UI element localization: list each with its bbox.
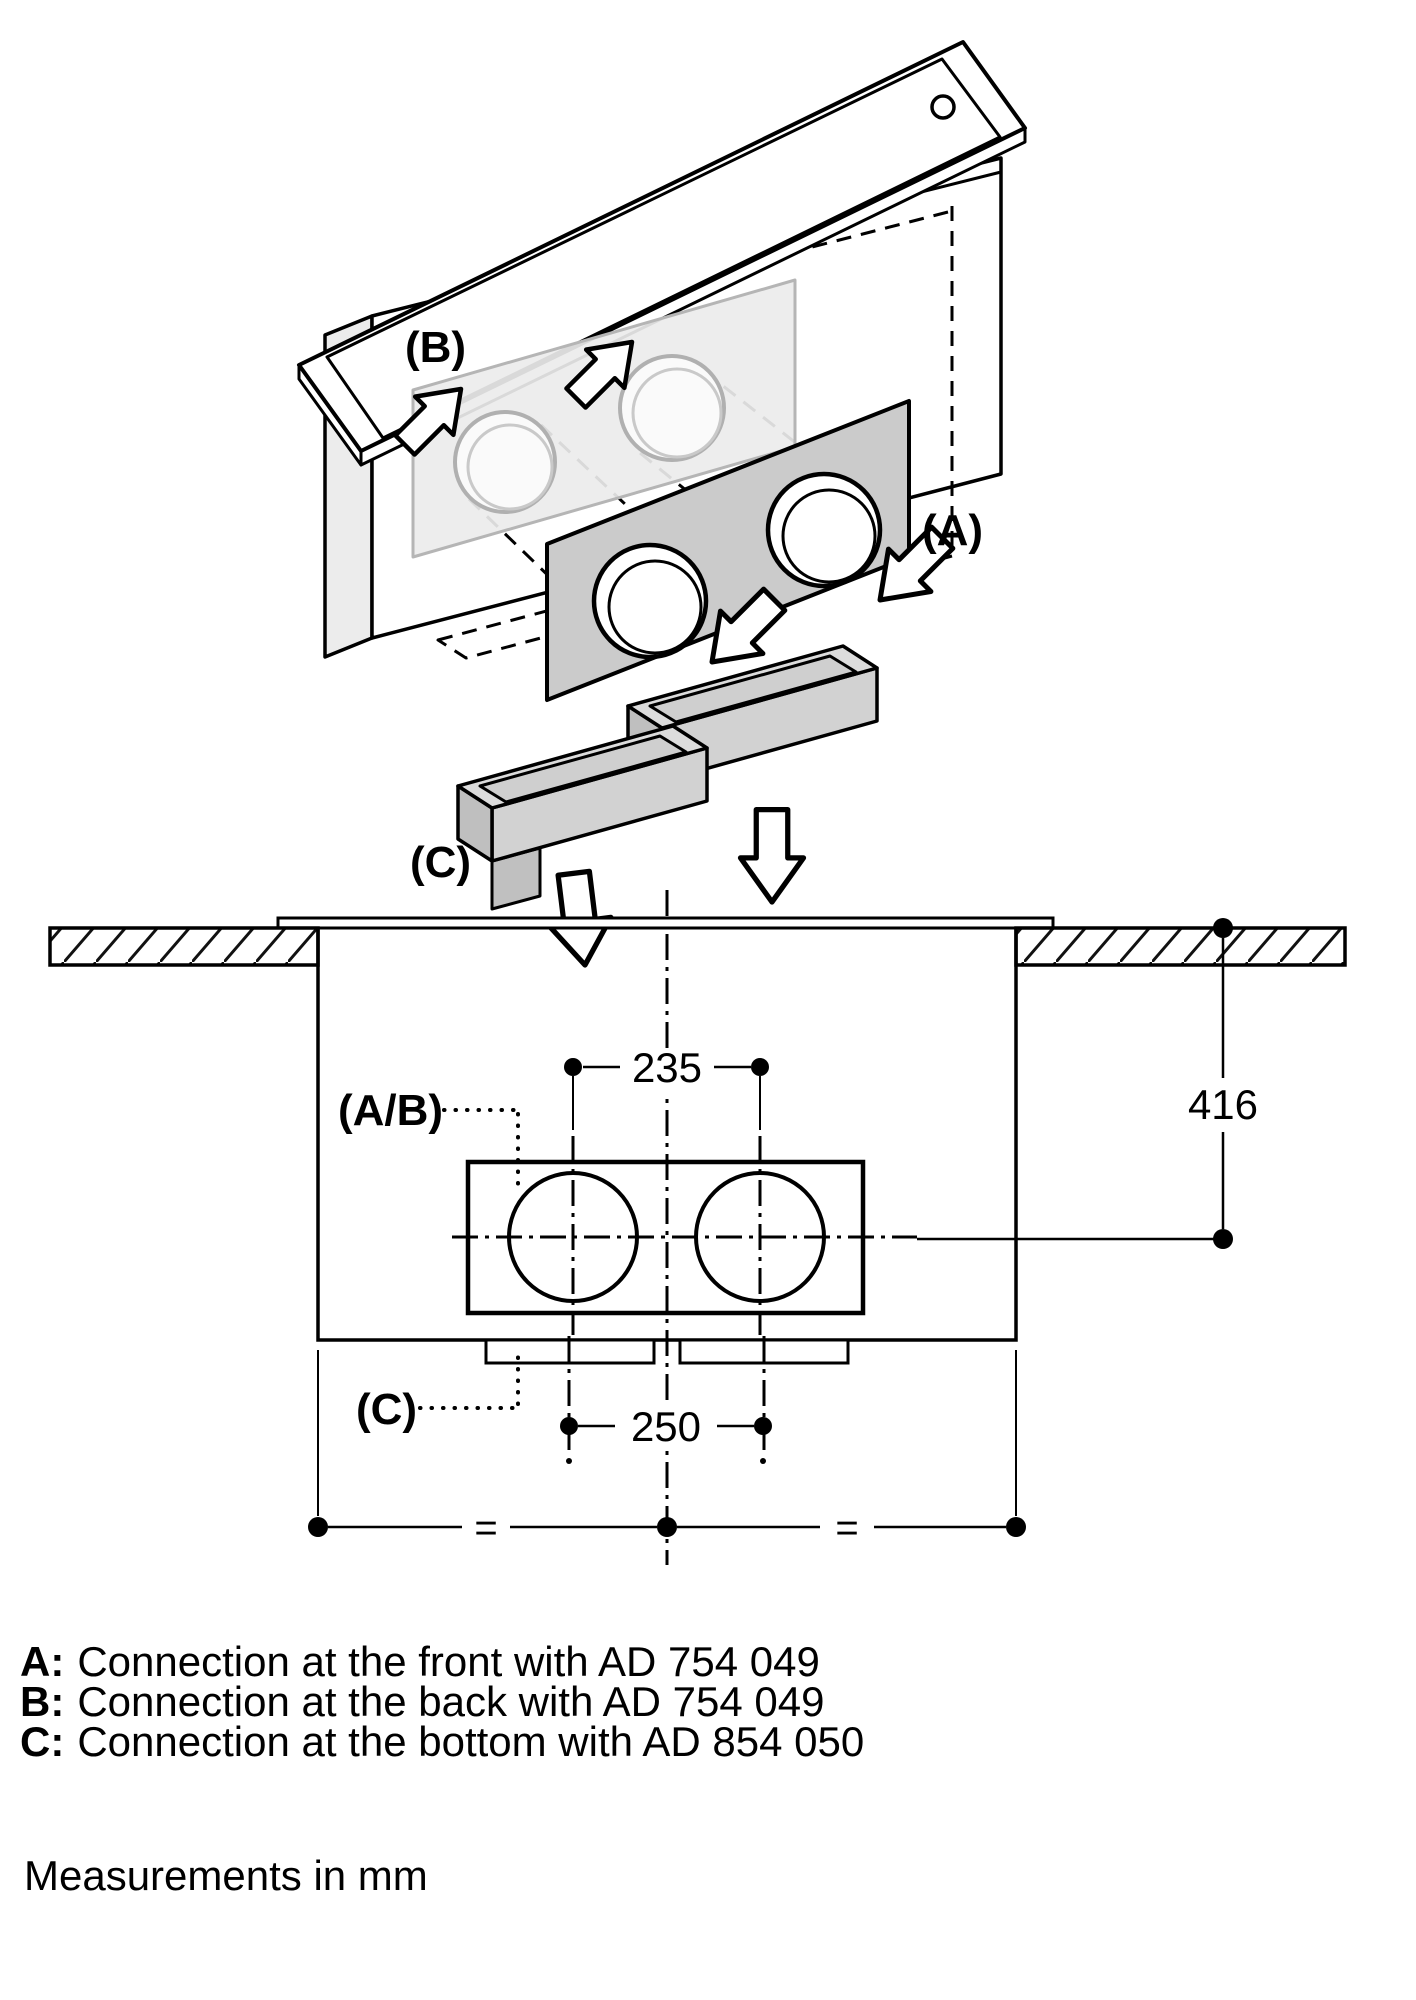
front-connection-panel <box>545 399 956 702</box>
dim-dot <box>1213 918 1233 938</box>
airflow-arrow-front-left <box>709 586 788 665</box>
legend-text-c: Connection at the bottom with AD 854 050 <box>77 1718 865 1765</box>
dim-dot <box>754 1417 772 1435</box>
section-view: 235 416 250 <box>48 890 1347 1565</box>
callout-bottom: (C) <box>356 1350 520 1434</box>
legend-text-b: Connection at the back with AD 754 049 <box>77 1678 825 1725</box>
cover-inner-rim <box>325 57 1002 440</box>
measurement-unit-note: Measurements in mm <box>24 1852 428 1899</box>
worktop-left <box>48 926 320 967</box>
legend-key-c: C: <box>20 1718 65 1765</box>
dimension-235: 235 <box>564 1044 769 1130</box>
dim-dot <box>751 1058 769 1076</box>
legend-line-c: C: Connection at the bottom with AD 854 0… <box>20 1721 864 1763</box>
label-connection-back: (B) <box>405 323 466 372</box>
equals-sign-left: = <box>474 1506 497 1550</box>
legend-key-a: A: <box>20 1638 65 1685</box>
isometric-view: (B) (A) (C) <box>297 40 1027 968</box>
dim-value-250: 250 <box>631 1403 701 1450</box>
dim-dot <box>1006 1517 1026 1537</box>
panel-a-hole-left-rim <box>607 559 703 655</box>
panel-a-hole-right-rim <box>781 488 877 584</box>
legend-text-a: Connection at the front with AD 754 049 <box>77 1638 820 1685</box>
dimension-416: 416 <box>1188 918 1258 1249</box>
tray-right-opening <box>648 654 858 724</box>
label-section-front-back: (A/B) <box>338 1086 443 1135</box>
worktop-right <box>1014 926 1347 967</box>
dimension-symmetry: = = <box>308 1350 1026 1550</box>
cover-strip <box>276 916 1055 930</box>
airflow-arrow-back-right <box>564 339 635 410</box>
dim-dot <box>564 1058 582 1076</box>
bottom-duct-adapters <box>456 644 879 911</box>
panel-b-hole-left-rim <box>466 423 554 511</box>
dim-value-235: 235 <box>632 1044 702 1091</box>
dim-dot <box>308 1517 328 1537</box>
drawing-canvas: (B) (A) (C) <box>48 40 1347 1565</box>
dim-value-416: 416 <box>1188 1081 1258 1128</box>
cover-button <box>930 94 956 120</box>
panel-b-hole-right-rim <box>631 367 723 459</box>
legend-line-b: B: Connection at the back with AD 754 049 <box>20 1681 864 1723</box>
back-connection-panel <box>393 278 797 559</box>
dim-dot <box>657 1517 677 1537</box>
airflow-arrow-front-right <box>877 524 956 603</box>
dim-dot <box>560 1417 578 1435</box>
tray-left-opening <box>478 734 688 804</box>
legend-key-b: B: <box>20 1678 65 1725</box>
label-connection-front: (A) <box>922 506 983 555</box>
connection-legend: A: Connection at the front with AD 754 04… <box>20 1641 864 1763</box>
airflow-arrow-back-left <box>393 386 464 457</box>
dimension-250: 250 <box>560 1403 772 1464</box>
hood-body-outline <box>316 928 1018 1342</box>
callout-front-back: (A/B) <box>338 1086 520 1187</box>
label-section-bottom: (C) <box>356 1385 417 1434</box>
dim-dot <box>1213 1229 1233 1249</box>
equals-sign-right: = <box>835 1506 858 1550</box>
airflow-arrow-down-right <box>737 806 807 905</box>
label-connection-bottom: (C) <box>410 838 471 887</box>
legend-line-a: A: Connection at the front with AD 754 04… <box>20 1641 864 1683</box>
